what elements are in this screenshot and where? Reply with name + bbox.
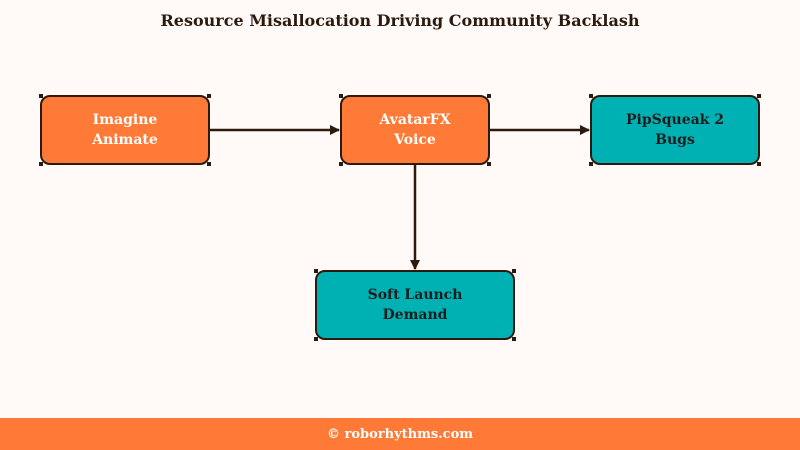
node-pipsqueak-bugs: PipSqueak 2 Bugs (589, 94, 761, 166)
node-label: PipSqueak 2 Bugs (625, 112, 724, 148)
node-imagine-animate: Imagine Animate (39, 94, 211, 166)
node-label: Soft Launch Demand (367, 287, 463, 323)
node-avatarfx-voice: AvatarFX Voice (339, 94, 491, 166)
node-soft-launch-demand: Soft Launch Demand (314, 269, 516, 341)
diagram-title: Resource Misallocation Driving Community… (160, 11, 640, 30)
node-label: Imagine Animate (92, 112, 158, 148)
node-label: AvatarFX Voice (379, 112, 451, 148)
footer-credit: © roborhythms.com (0, 418, 800, 450)
